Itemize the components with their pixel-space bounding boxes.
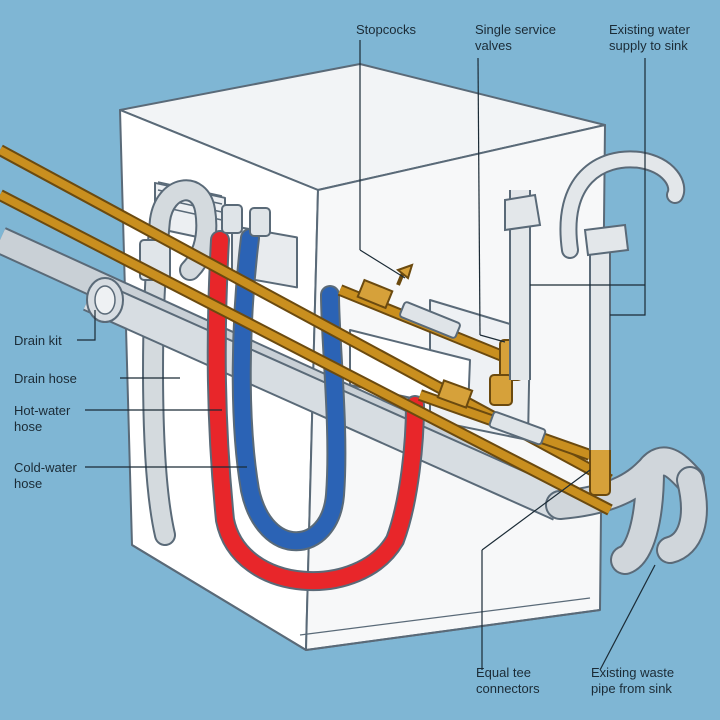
- machine-base: [131, 544, 601, 651]
- label-stopcocks: Stopcocks: [356, 22, 416, 37]
- service-valve-icon: [399, 301, 547, 446]
- label-cold-water-hose: Cold-water hose: [14, 460, 77, 491]
- label-hot-water-hose: Hot-water hose: [14, 403, 71, 434]
- label-drain-kit: Drain kit: [14, 333, 62, 348]
- leader-lines: [77, 40, 656, 671]
- label-existing-water-supply: Existing water supply to sink: [609, 22, 690, 53]
- inlet-connectors: [221, 204, 271, 237]
- label-existing-waste-pipe: Existing waste pipe from sink: [591, 665, 675, 696]
- label-equal-tee-connectors: Equal tee connectors: [476, 665, 540, 696]
- label-single-service-valves: Single service valves: [475, 22, 556, 53]
- label-drain-hose: Drain hose: [14, 371, 77, 386]
